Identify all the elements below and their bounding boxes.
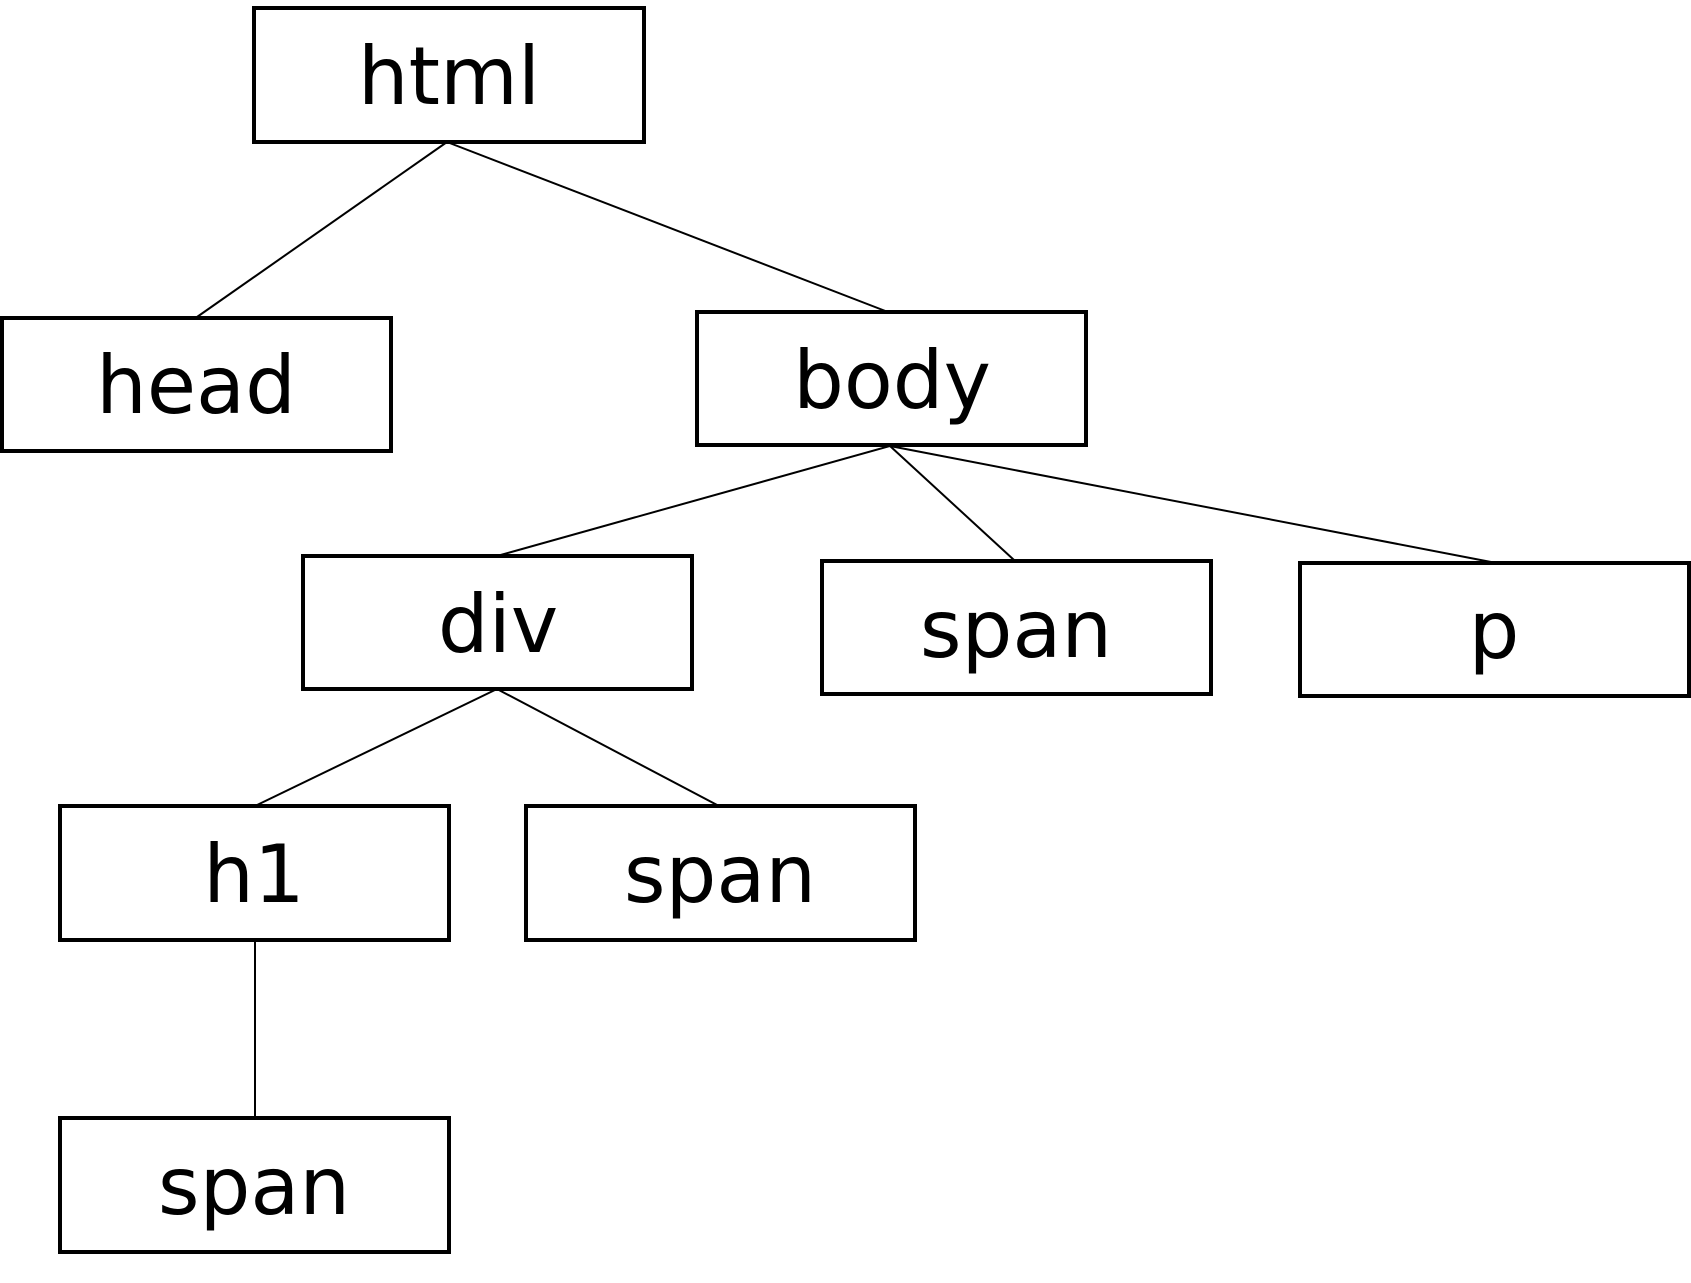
node-body: body [695,310,1088,447]
node-div-label: div [438,578,558,671]
node-body-span: span [820,559,1213,696]
node-h1-label: h1 [203,828,305,921]
node-html: html [252,6,646,144]
node-h1-span: span [58,1116,451,1254]
edge-div-span [496,688,720,807]
node-h1-span-label: span [158,1140,350,1233]
node-div-span: span [524,804,917,942]
node-html-label: html [358,30,540,123]
edge-div-h1 [254,688,498,807]
node-body-span-label: span [920,583,1112,676]
node-body-label: body [793,334,991,427]
edge-html-body [446,141,889,313]
edge-body-span [889,445,1015,561]
edge-html-head [196,141,448,318]
node-head: head [0,316,393,453]
node-head-label: head [96,339,296,432]
node-h1: h1 [58,804,451,942]
node-p-label: p [1469,584,1520,677]
node-div: div [301,554,694,691]
edge-body-p [889,445,1492,563]
node-div-span-label: span [624,828,816,921]
edge-body-div [496,445,891,557]
node-p: p [1298,561,1691,698]
